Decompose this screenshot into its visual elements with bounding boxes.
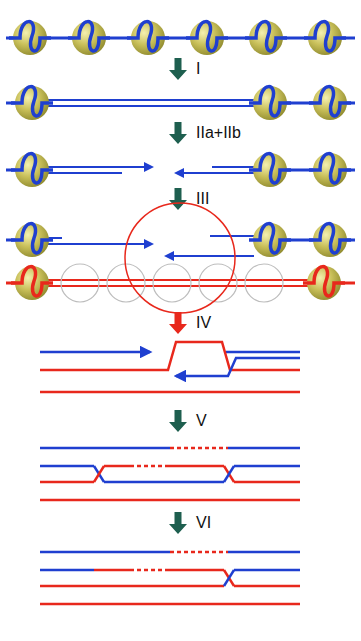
chromatin-row: [6, 37, 355, 40]
evicted-dna: [6, 100, 355, 106]
step-label: III: [196, 191, 209, 207]
resolved-product: [40, 552, 300, 604]
step-label: IIa+IIb: [196, 125, 241, 141]
homology-search: [6, 236, 355, 302]
double-holliday-junction: [40, 448, 300, 500]
resected-break: [6, 167, 355, 173]
d-loop: [40, 342, 300, 392]
step-label: IV: [196, 315, 211, 331]
focus-circle: [125, 203, 235, 313]
step-label: V: [196, 413, 207, 429]
step-label: VI: [196, 515, 211, 531]
step-label: I: [196, 61, 200, 77]
